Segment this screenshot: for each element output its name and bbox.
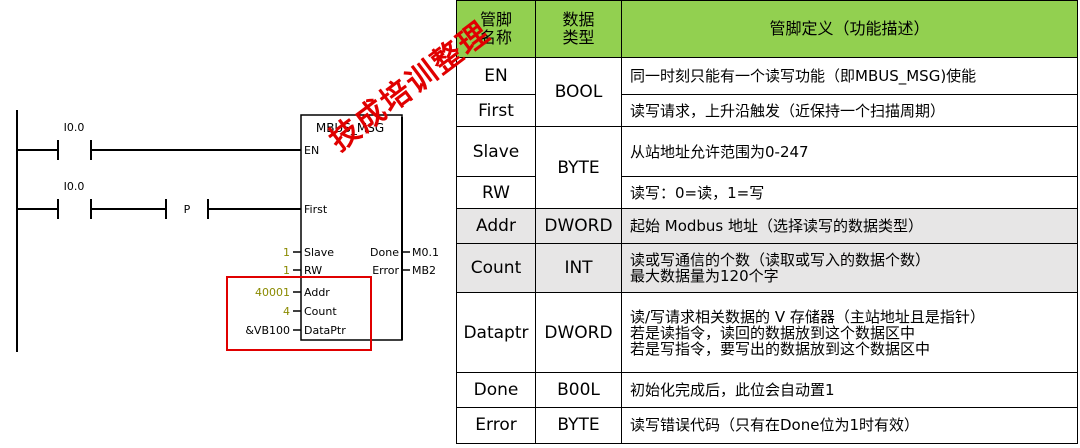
ladder-diagram: I0.0 I0.0 P MBUS_MSG EN First Slave RW A… (16, 110, 439, 352)
table-row: RW 读写：0=读，1=写 (456, 175, 1078, 210)
table-row: Dataptr DWORD 读/写请求相关数据的 V 存储器（主站地址且是指针）… (456, 292, 1078, 374)
pin-rw: RW (304, 264, 322, 277)
table-header-row: 管脚 名称 数据 类型 管脚定义（功能描述） (456, 0, 1078, 58)
data-type: BOOL (535, 56, 622, 128)
pin-addr: Addr (304, 286, 330, 299)
pin-name: Count (456, 242, 536, 294)
pin-name: RW (456, 175, 536, 210)
addr-value: 40001 (255, 286, 290, 299)
table-row: EN BOOL 同一时刻只能有一个读写功能（即MBUS_MSG)使能 (456, 56, 1078, 128)
pin-desc: 读写错误代码（只有在Done位为1时有效） (621, 406, 1078, 444)
pin-done: Done (370, 246, 399, 259)
highlight-box (226, 276, 372, 351)
contact-label-top: I0.0 (64, 121, 85, 134)
pin-count: Count (304, 305, 337, 318)
pin-name: EN (456, 56, 536, 96)
contact-label-bottom: I0.0 (64, 180, 85, 193)
header-description: 管脚定义（功能描述） (621, 0, 1078, 58)
data-type: BYTE (535, 406, 622, 444)
pin-name: First (456, 94, 536, 128)
data-type: B00L (535, 372, 622, 408)
done-output: M0.1 (412, 246, 439, 259)
pin-desc: 读写：0=读，1=写 (621, 175, 1078, 210)
pin-desc: 从站地址允许范围为0-247 (621, 126, 1078, 177)
table-row: Addr DWORD 起始 Modbus 地址（选择读写的数据类型） (456, 208, 1078, 244)
pin-en: EN (304, 144, 319, 157)
pin-name: Error (456, 406, 536, 444)
pin-desc: 初始化完成后，此位会自动置1 (621, 372, 1078, 408)
data-type: BYTE (535, 126, 622, 210)
pin-dataptr: DataPtr (304, 324, 346, 337)
pin-desc: 读/写请求相关数据的 V 存储器（主站地址且是指针） 若是读指令，读回的数据放到… (621, 292, 1078, 374)
pin-name: Slave (456, 126, 536, 177)
header-pin-name: 管脚 名称 (456, 0, 536, 58)
pin-desc: 起始 Modbus 地址（选择读写的数据类型） (621, 208, 1078, 244)
mbus-msg-block: MBUS_MSG EN First Slave RW Addr Count Da… (300, 114, 403, 341)
count-value: 4 (283, 305, 290, 318)
data-type: DWORD (535, 292, 622, 374)
p-edge-label: P (184, 203, 191, 216)
pin-definition-table: 管脚 名称 数据 类型 管脚定义（功能描述） EN BOOL 同一时刻只能有一个… (456, 0, 1078, 444)
rung-en: I0.0 (17, 121, 301, 160)
pin-first: First (304, 203, 328, 216)
rw-value: 1 (283, 264, 290, 277)
pin-error: Error (372, 264, 399, 277)
pin-desc: 同一时刻只能有一个读写功能（即MBUS_MSG)使能 (621, 56, 1078, 96)
pin-name: Done (456, 372, 536, 408)
header-data-type: 数据 类型 (535, 0, 622, 58)
table-row: Error BYTE 读写错误代码（只有在Done位为1时有效） (456, 406, 1078, 444)
dataptr-value: &VB100 (245, 324, 290, 337)
rung-first: I0.0 P (17, 180, 301, 219)
pin-slave: Slave (304, 246, 334, 259)
pin-name: Dataptr (456, 292, 536, 374)
table-row: Slave BYTE 从站地址允许范围为0-247 (456, 126, 1078, 210)
slave-value: 1 (283, 246, 290, 259)
data-type: INT (535, 242, 622, 294)
table-row: Done B00L 初始化完成后，此位会自动置1 (456, 372, 1078, 408)
data-type: DWORD (535, 208, 622, 244)
table-row: First 读写请求，上升沿触发（近保持一个扫描周期） (456, 94, 1078, 128)
pin-name: Addr (456, 208, 536, 244)
error-output: MB2 (412, 264, 436, 277)
block-title: MBUS_MSG (316, 121, 384, 135)
pin-desc: 读或写通信的个数（读取或写入的数据个数） 最大数据量为120个字 (621, 242, 1078, 294)
pin-desc: 读写请求，上升沿触发（近保持一个扫描周期） (621, 94, 1078, 128)
table-row: Count INT 读或写通信的个数（读取或写入的数据个数） 最大数据量为120… (456, 242, 1078, 294)
